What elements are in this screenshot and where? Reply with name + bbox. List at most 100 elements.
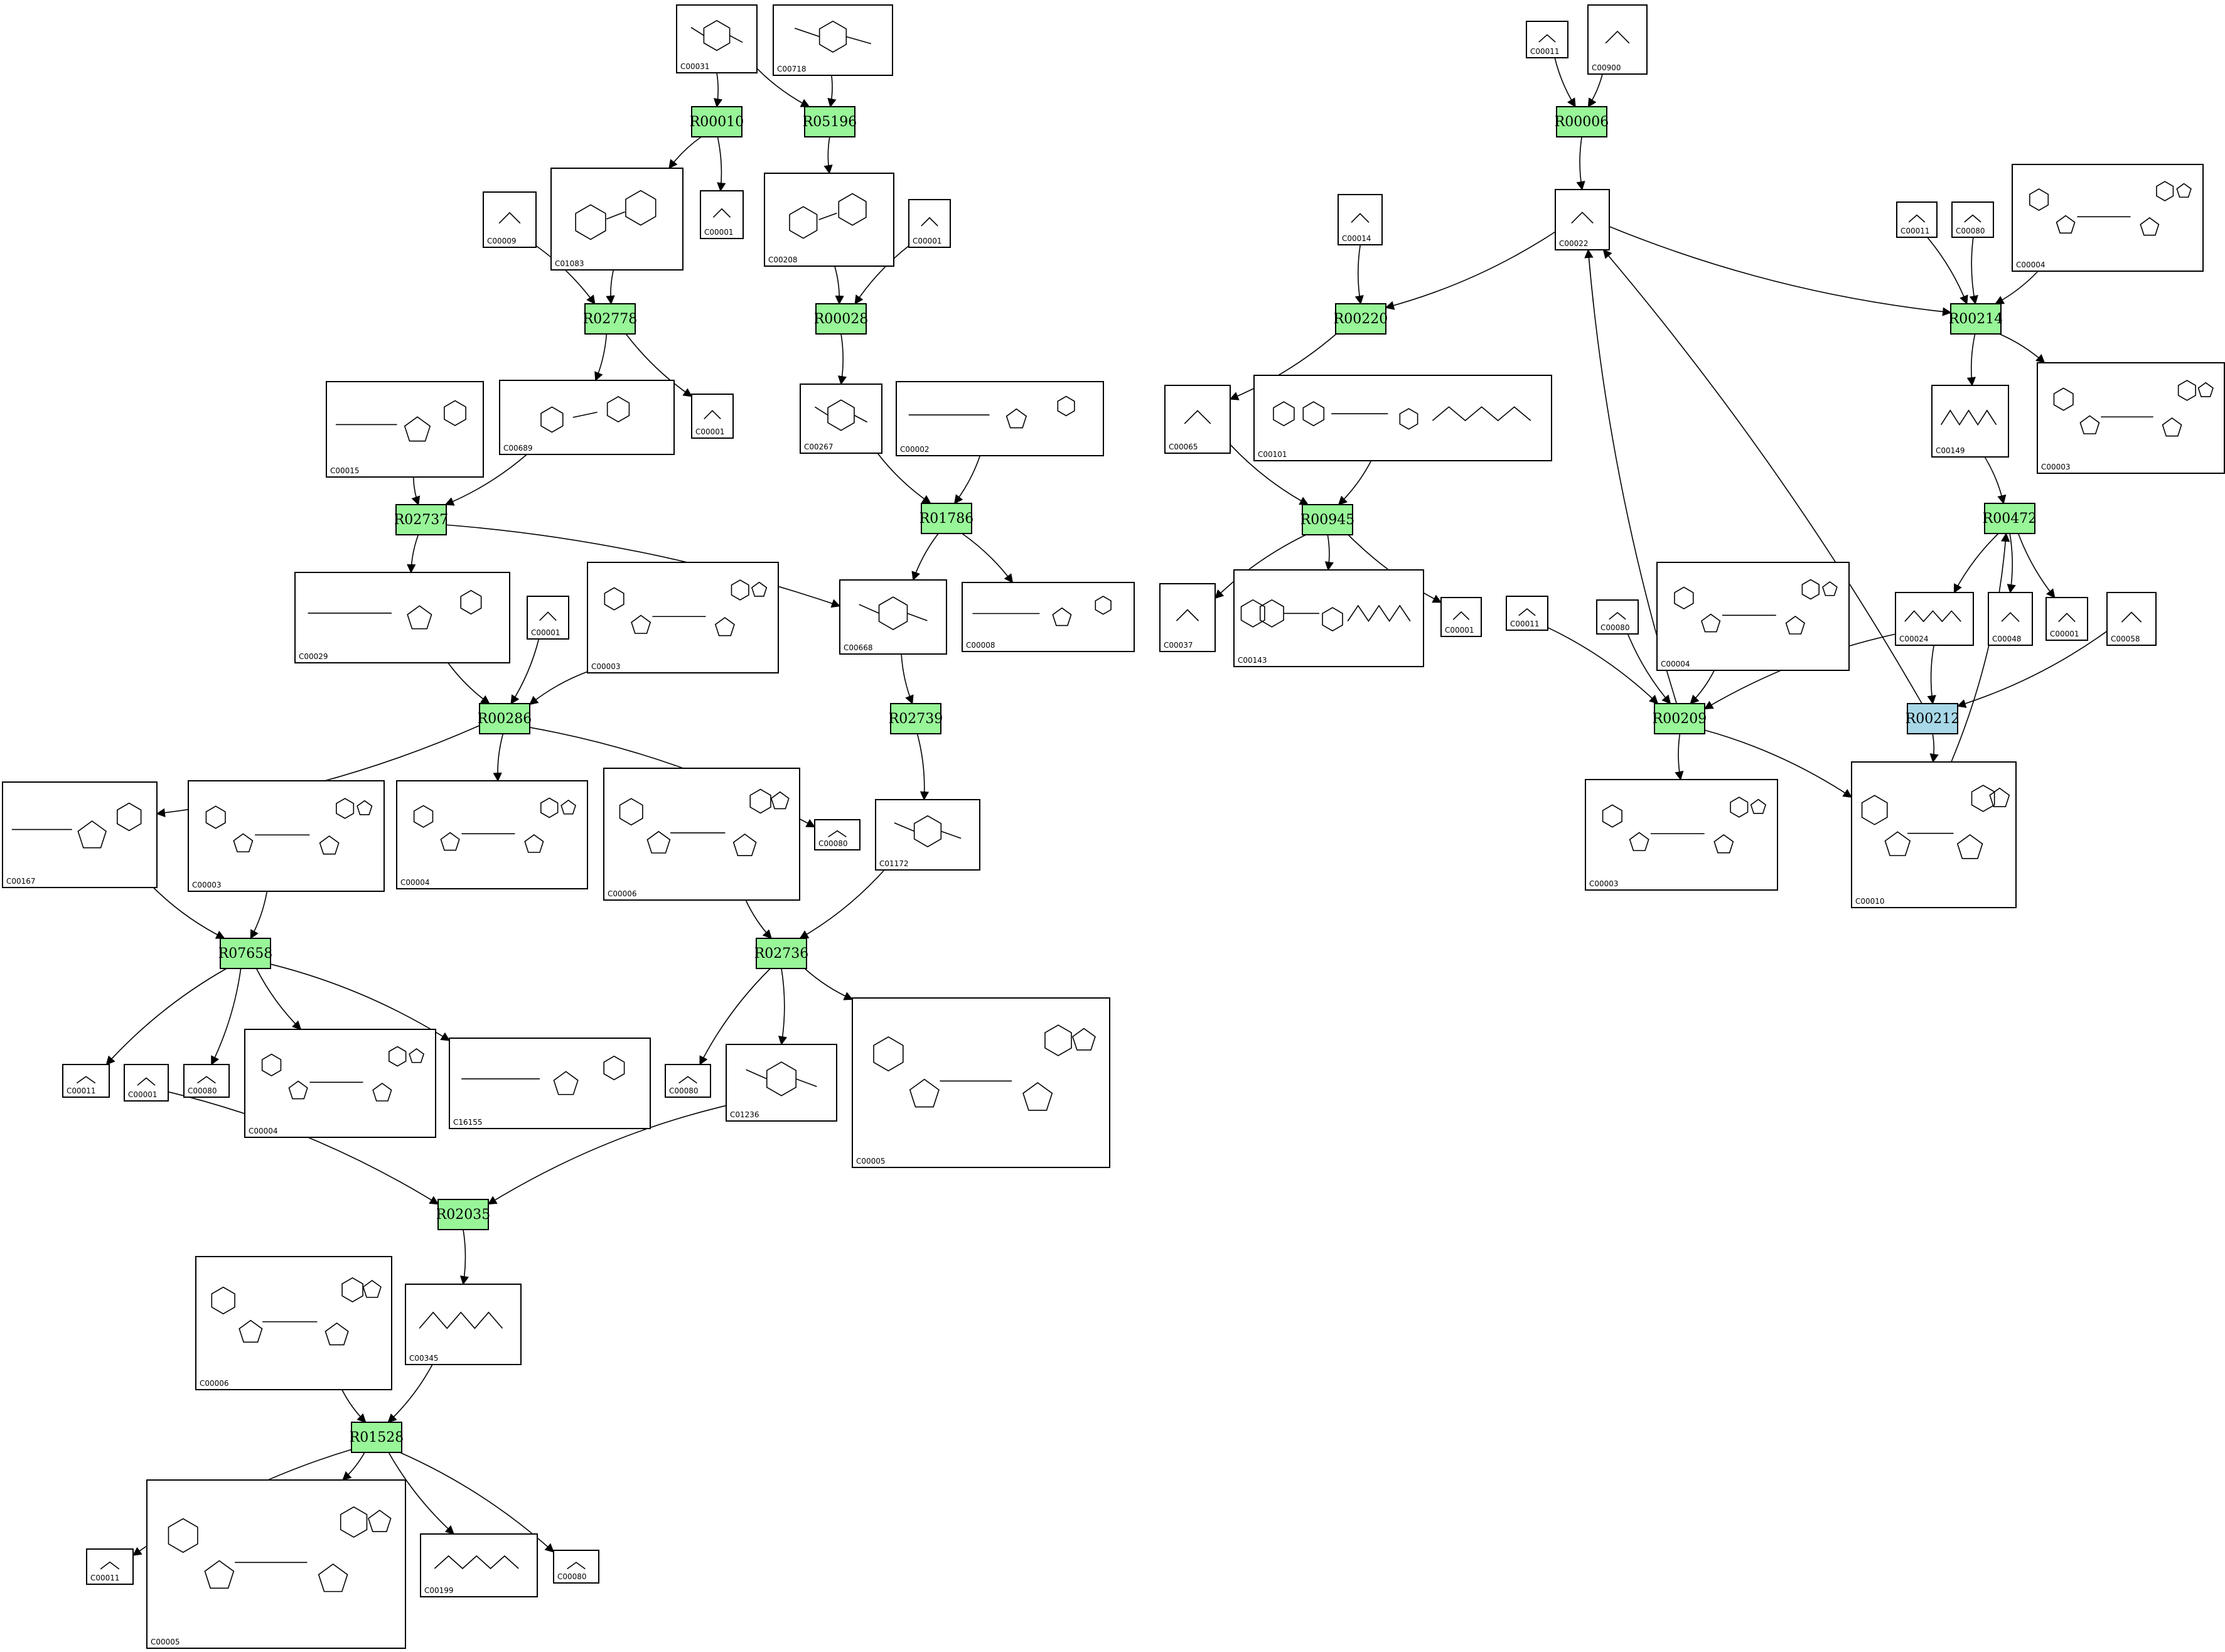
compound-C00001[interactable]: C00001 [700, 190, 744, 239]
compound-box [773, 4, 893, 76]
compound-C00001[interactable]: C00001 [2045, 597, 2088, 641]
compound-C00031[interactable]: C00031 [676, 4, 758, 73]
compound-C00011[interactable]: C00011 [86, 1548, 134, 1585]
compound-C00003[interactable]: C00003 [2037, 362, 2225, 474]
compound-id-label: C00003 [2041, 463, 2071, 471]
reaction-box [691, 106, 743, 137]
compound-C00002[interactable]: C00002 [896, 381, 1104, 456]
reaction-R02736[interactable]: R02736 [754, 938, 809, 969]
edge-R00220-to-c_C00065 [1229, 333, 1337, 400]
compound-C01172[interactable]: C01172 [875, 799, 980, 871]
compound-C00006[interactable]: C00006 [195, 1256, 392, 1390]
compound-C00101[interactable]: C00101 [1253, 375, 1552, 461]
edge-R01528-to-c_C00199 [388, 1452, 455, 1535]
compound-C00080[interactable]: C00080 [1951, 201, 1994, 238]
reaction-R02739[interactable]: R02739 [889, 703, 943, 734]
compound-C00001[interactable]: C00001 [908, 199, 951, 248]
compound-id-label: C00015 [330, 466, 360, 475]
edge-c_C00009_a-to-R02778 [535, 245, 596, 305]
reaction-R01786[interactable]: R01786 [919, 503, 974, 534]
reaction-R05196[interactable]: R05196 [803, 106, 857, 137]
compound-C00080[interactable]: C00080 [814, 819, 861, 850]
compound-C00024[interactable]: C00024 [1895, 592, 1974, 646]
reaction-R00028[interactable]: R00028 [814, 303, 869, 335]
compound-C00267[interactable]: C00267 [800, 384, 882, 454]
compound-C00080[interactable]: C00080 [665, 1064, 711, 1098]
compound-box [764, 173, 894, 267]
reaction-R00209[interactable]: R00209 [1653, 703, 1707, 734]
reaction-R02778[interactable]: R02778 [583, 303, 638, 335]
compound-C00003[interactable]: C00003 [188, 780, 385, 892]
reaction-id-label: R00286 [478, 711, 532, 727]
compound-C00004[interactable]: C00004 [244, 1029, 436, 1138]
compound-C00167[interactable]: C00167 [2, 781, 158, 888]
compound-C00048[interactable]: C00048 [1988, 592, 2033, 646]
compound-C00689[interactable]: C00689 [499, 380, 675, 455]
compound-C00003[interactable]: C00003 [587, 562, 779, 673]
compound-C00058[interactable]: C00058 [2106, 592, 2157, 646]
compound-C00001[interactable]: C00001 [1440, 597, 1482, 637]
compound-id-label: C00004 [1661, 660, 1690, 668]
reaction-R00010[interactable]: R00010 [690, 106, 744, 137]
edge-c_C00689-to-R02737 [444, 454, 527, 506]
compound-C01083[interactable]: C01083 [550, 168, 684, 271]
structure-sketch [461, 1055, 625, 1095]
reaction-R01528[interactable]: R01528 [350, 1422, 404, 1453]
edge-R02739-to-c_C01172 [916, 733, 930, 801]
compound-C00143[interactable]: C00143 [1233, 569, 1424, 667]
compound-C00065[interactable]: C00065 [1164, 385, 1231, 454]
compound-C00008[interactable]: C00008 [962, 582, 1135, 652]
compound-C00009[interactable]: C00009 [483, 191, 537, 248]
compound-C00004[interactable]: C00004 [1656, 562, 1850, 671]
compound-C00037[interactable]: C00037 [1159, 583, 1216, 652]
compound-C00006[interactable]: C00006 [603, 768, 800, 901]
reaction-box [815, 303, 867, 335]
compound-C00011[interactable]: C00011 [62, 1064, 110, 1098]
compound-C16155[interactable]: C16155 [449, 1038, 651, 1129]
reaction-R00212[interactable]: R00212 [1906, 703, 1960, 734]
reaction-R00286[interactable]: R00286 [478, 703, 532, 734]
compound-C00718[interactable]: C00718 [773, 4, 893, 76]
compound-C00001[interactable]: C00001 [124, 1064, 169, 1102]
reaction-R02035[interactable]: R02035 [436, 1199, 491, 1230]
reaction-R00945[interactable]: R00945 [1300, 504, 1355, 535]
reaction-R00472[interactable]: R00472 [1983, 503, 2037, 534]
compound-C00022[interactable]: C00022 [1555, 189, 1610, 250]
compound-box [1585, 779, 1778, 891]
compound-C00001[interactable]: C00001 [527, 596, 569, 640]
compound-C00004[interactable]: C00004 [396, 780, 588, 889]
compound-C00080[interactable]: C00080 [183, 1064, 230, 1098]
compound-C00010[interactable]: C00010 [1851, 761, 2017, 908]
reaction-box [1654, 703, 1705, 734]
reaction-R07658[interactable]: R07658 [218, 938, 273, 969]
compound-C00345[interactable]: C00345 [405, 1284, 522, 1365]
compound-C00005[interactable]: C00005 [146, 1479, 406, 1649]
reaction-R02737[interactable]: R02737 [394, 504, 449, 535]
compound-C00149[interactable]: C00149 [1931, 385, 2009, 458]
compound-C01236[interactable]: C01236 [726, 1044, 837, 1122]
compound-C00668[interactable]: C00668 [839, 579, 947, 655]
reaction-R00006[interactable]: R00006 [1555, 106, 1609, 137]
compound-C00014[interactable]: C00014 [1338, 194, 1383, 245]
compound-C00004[interactable]: C00004 [2012, 164, 2204, 272]
compound-C00199[interactable]: C00199 [420, 1533, 538, 1597]
edge-c_C00011_e-to-R00209 [1547, 627, 1659, 704]
reaction-R00220[interactable]: R00220 [1334, 303, 1388, 335]
compound-C00029[interactable]: C00029 [294, 572, 510, 663]
compound-C00005[interactable]: C00005 [852, 997, 1110, 1168]
compound-C00080[interactable]: C00080 [553, 1550, 599, 1584]
compound-C00003[interactable]: C00003 [1585, 779, 1778, 891]
compound-C00015[interactable]: C00015 [326, 381, 484, 478]
structure-sketch [921, 217, 938, 227]
edge-c_C00004_c-to-R00214 [1995, 271, 2039, 304]
reaction-box [479, 703, 530, 734]
reaction-R00214[interactable]: R00214 [1949, 303, 2003, 335]
compound-C00011[interactable]: C00011 [1506, 596, 1548, 631]
compound-C00080[interactable]: C00080 [1596, 599, 1639, 635]
edge-c_C00003_a-to-R00286 [528, 671, 588, 705]
compound-C00900[interactable]: C00900 [1587, 4, 1648, 75]
compound-C00208[interactable]: C00208 [764, 173, 894, 267]
compound-C00011[interactable]: C00011 [1526, 21, 1568, 58]
compound-C00001[interactable]: C00001 [691, 394, 734, 439]
compound-C00011[interactable]: C00011 [1896, 201, 1938, 238]
